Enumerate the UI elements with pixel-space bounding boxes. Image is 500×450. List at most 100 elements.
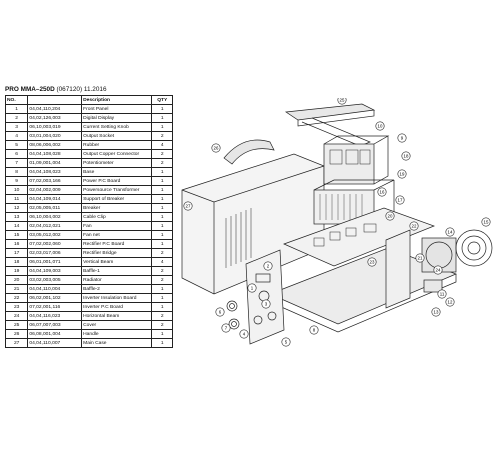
part-code: 06,02,001,102 <box>27 293 83 303</box>
part-number: 10 <box>4 185 29 195</box>
part-code: 04,04,109,003 <box>27 266 83 276</box>
callout-label: 5 <box>285 340 288 345</box>
col-header-qty: QTY <box>151 95 173 105</box>
handle-shape <box>223 139 275 165</box>
front-panel-shape <box>245 249 285 345</box>
part-description: Handle <box>81 329 153 339</box>
callout-1: 1 <box>247 283 257 293</box>
part-description: Inverter P.C Board <box>81 302 153 312</box>
callout-17: 17 <box>395 195 405 205</box>
part-description: Output Socket <box>81 131 153 141</box>
part-description: Cover <box>81 320 153 330</box>
part-description: Power P.C Board <box>81 176 153 186</box>
part-description: Base <box>81 167 153 177</box>
part-code: 03,05,012,002 <box>27 230 83 240</box>
callout-9: 9 <box>397 133 407 143</box>
part-number: 14 <box>4 221 29 231</box>
callout-18: 18 <box>401 151 411 161</box>
callout-label: 24 <box>436 268 441 273</box>
callout-12: 12 <box>445 297 455 307</box>
part-qty: 1 <box>151 329 173 339</box>
part-number: 3 <box>4 122 29 132</box>
part-qty: 2 <box>151 320 173 330</box>
part-code: 04,04,110,004 <box>27 284 83 294</box>
part-qty: 1 <box>151 104 173 114</box>
callout-2: 2 <box>263 261 273 271</box>
col-header-description: Description <box>81 95 153 105</box>
callout-22: 22 <box>409 221 419 231</box>
part-number: 25 <box>4 320 29 330</box>
callout-label: 1 <box>251 286 254 291</box>
part-number: 19 <box>4 266 29 276</box>
part-code: 06,01,001,071 <box>27 257 83 267</box>
part-qty: 1 <box>151 122 173 132</box>
callout-label: 10 <box>378 124 383 129</box>
part-qty: 2 <box>151 275 173 285</box>
callout-label: 8 <box>313 328 316 333</box>
breaker-shape <box>423 279 443 293</box>
part-code: 02,04,002,009 <box>27 185 83 195</box>
part-description: Front Panel <box>81 104 153 114</box>
callout-24: 24 <box>433 265 443 275</box>
callout-25: 25 <box>337 98 347 105</box>
part-code: 07,02,001,116 <box>27 302 83 312</box>
part-description: Powersource Transformer <box>81 185 153 195</box>
part-number: 8 <box>4 167 29 177</box>
part-code: 03,02,003,005 <box>27 275 83 285</box>
part-description: Current Setting Knob <box>81 122 153 132</box>
callout-label: 23 <box>370 260 375 265</box>
part-number: 6 <box>4 149 29 159</box>
part-qty: 2 <box>151 266 173 276</box>
part-description: Vertical Beam <box>81 257 153 267</box>
part-description: Output Copper Connector <box>81 149 153 159</box>
part-number: 13 <box>4 212 29 222</box>
part-number: 5 <box>4 140 29 150</box>
callout-4: 4 <box>239 329 249 339</box>
part-code: 04,04,109,014 <box>27 194 83 204</box>
callout-6: 6 <box>215 307 225 317</box>
part-description: Rectifier Bridge <box>81 248 153 258</box>
part-description: Breaker <box>81 203 153 213</box>
callout-26: 26 <box>211 143 221 153</box>
callout-label: 11 <box>440 292 445 297</box>
output-socket-shape <box>253 315 263 325</box>
callout-label: 27 <box>186 204 191 209</box>
part-qty: 1 <box>151 113 173 123</box>
model-code: (067120) <box>56 86 83 93</box>
rear-panel-shape <box>385 229 411 309</box>
part-qty: 4 <box>151 140 173 150</box>
part-description: Digital Display <box>81 113 153 123</box>
part-number: 18 <box>4 257 29 267</box>
part-description: Horizontal Beam <box>81 311 153 321</box>
callout-14: 14 <box>445 227 455 237</box>
callout-8: 8 <box>309 325 319 335</box>
part-number: 17 <box>4 248 29 258</box>
callout-21: 21 <box>415 253 425 263</box>
part-number: 4 <box>4 131 29 141</box>
part-code: 04,02,126,003 <box>27 113 83 123</box>
digital-display-shape <box>255 273 271 283</box>
part-qty: 1 <box>151 194 173 204</box>
part-code: 08,06,006,002 <box>27 140 83 150</box>
part-description: Potentiometer <box>81 158 153 168</box>
part-number: 15 <box>4 230 29 240</box>
callout-label: 12 <box>448 300 453 305</box>
part-code: 07,02,002,060 <box>27 239 83 249</box>
part-number: 22 <box>4 293 29 303</box>
callout-16: 16 <box>377 187 387 197</box>
part-number: 12 <box>4 203 29 213</box>
part-qty: 1 <box>151 293 173 303</box>
part-code: 02,03,017,006 <box>27 248 83 258</box>
